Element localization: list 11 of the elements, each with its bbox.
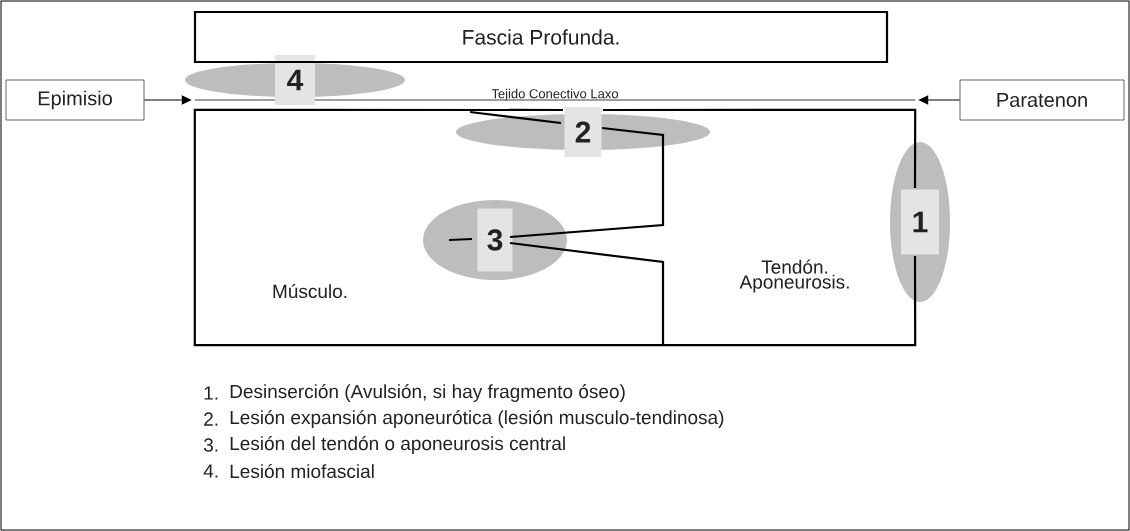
list-number: 2. (204, 412, 218, 426)
list-item: Desinserción (Avulsión, si hay fragmento óseo) (230, 384, 625, 402)
list-item: Lesión miofascial (230, 463, 374, 479)
list-item: Lesión expansión aponeurótica (lesión musculo-tendinosa) (230, 410, 724, 428)
list-item: Lesión del tendón o aponeurosis central (230, 436, 565, 454)
list-number: 4. (203, 464, 218, 478)
label-box: Epimisio (5, 79, 145, 121)
list-number: 3. (203, 438, 218, 452)
fascia-box: Fascia Profunda. (193, 10, 889, 64)
list-number: 1. (204, 386, 218, 400)
label-box: Paratenon (959, 79, 1125, 121)
